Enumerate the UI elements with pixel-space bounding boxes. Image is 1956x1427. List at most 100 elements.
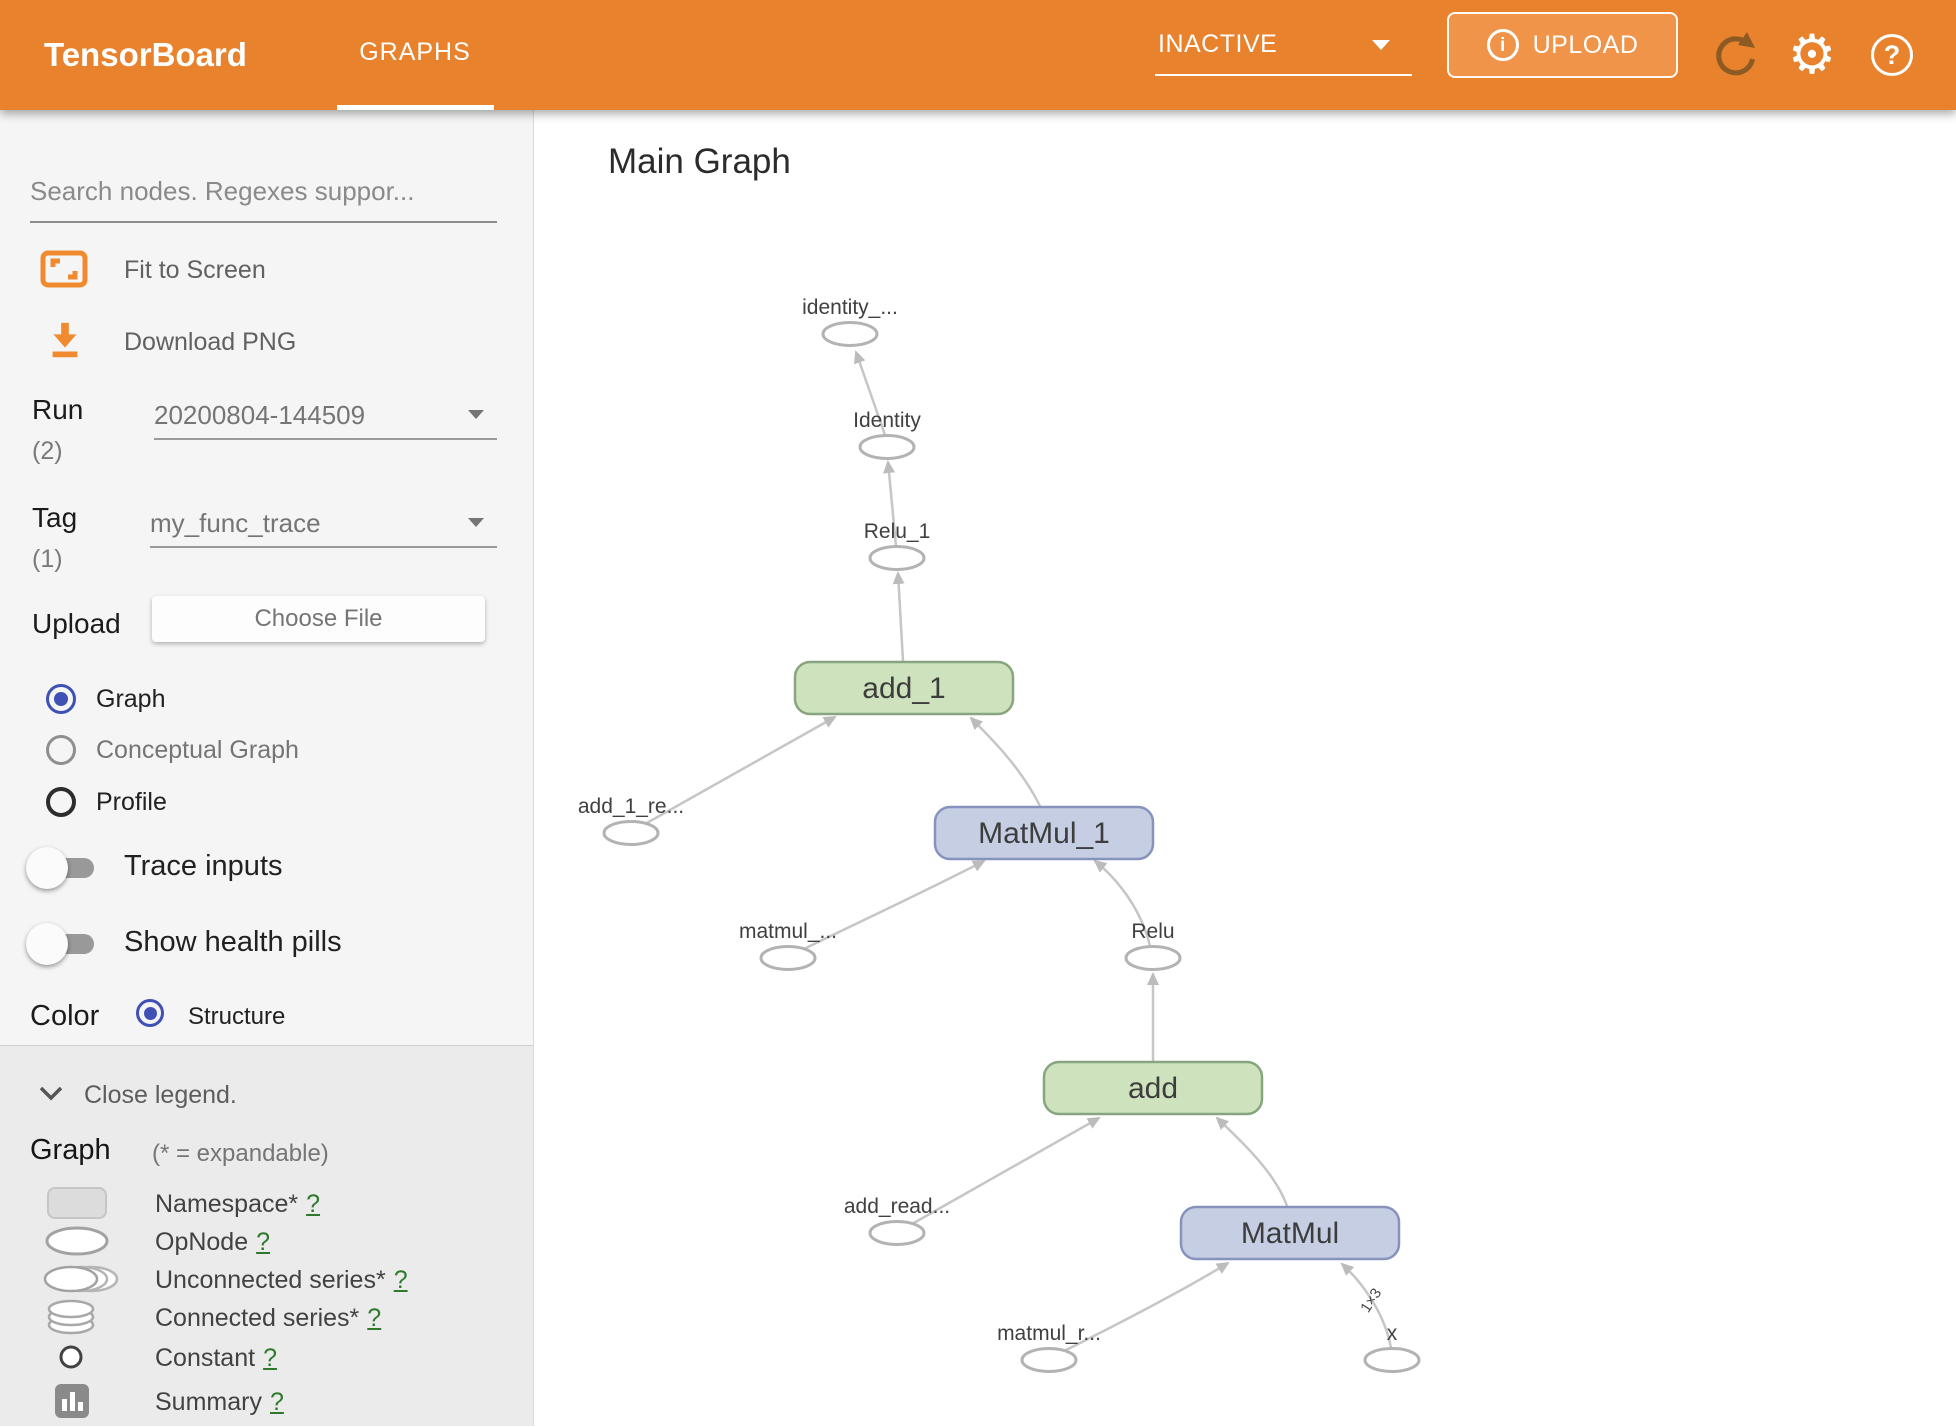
download-icon[interactable]: [44, 320, 86, 367]
fit-to-screen-button[interactable]: Fit to Screen: [124, 256, 266, 284]
legend-item-label: Unconnected series*?: [155, 1266, 408, 1294]
legend-help-link[interactable]: ?: [256, 1228, 271, 1256]
legend-item-label: Connected series*?: [155, 1304, 382, 1332]
node-label: add_1: [862, 672, 945, 705]
show-health-pills-toggle-thumb[interactable]: [26, 923, 68, 965]
search-input-underline: [30, 221, 497, 223]
help-icon-glyph: ?: [1871, 34, 1913, 76]
edge-x-to-MatMul: 1×3: [1340, 1262, 1393, 1349]
graph-node-add[interactable]: add: [1042, 1060, 1264, 1116]
node-label: Relu_1: [864, 520, 931, 543]
legend-help-link[interactable]: ?: [306, 1190, 321, 1218]
legend-help-link[interactable]: ?: [367, 1304, 382, 1332]
node-label: matmul_r...: [997, 1322, 1101, 1345]
edge-shape-label: 1×3: [1357, 1285, 1385, 1316]
run-caret-down-icon[interactable]: [468, 410, 484, 419]
graph-node-matmul_read[interactable]: matmul_...: [739, 920, 837, 971]
close-legend-button[interactable]: Close legend.: [0, 1076, 533, 1116]
tab-graphs[interactable]: GRAPHS: [320, 0, 510, 110]
graph-node-Identity[interactable]: Identity: [853, 409, 921, 460]
refresh-icon[interactable]: [1703, 0, 1763, 110]
node-label: add_1_re...: [578, 795, 684, 818]
chevron-down-icon: [38, 1084, 64, 1107]
graph-node-add_read[interactable]: add_read...: [844, 1195, 950, 1246]
view-option-conceptual-graph[interactable]: Conceptual Graph: [0, 735, 534, 775]
run-select-underline: [154, 438, 497, 440]
trace-inputs-toggle-row[interactable]: Trace inputs: [0, 847, 534, 895]
legend-item-label: Namespace*?: [155, 1190, 321, 1218]
connected-series-icon: [28, 1298, 124, 1338]
run-select[interactable]: 20200804-144509: [154, 400, 366, 430]
edge-add_1-to-Relu_1: [892, 571, 905, 662]
edge-matmul_read_1-to-MatMul: [1063, 1261, 1230, 1353]
app-header: TensorBoard GRAPHS INACTIVE i UPLOAD ⚙ ?: [0, 0, 1956, 110]
sidebar: Search nodes. Regexes suppor... Fit to S…: [0, 110, 534, 1426]
graph-node-MatMul[interactable]: MatMul: [1179, 1205, 1401, 1261]
upload-button[interactable]: i UPLOAD: [1447, 12, 1678, 78]
radio-graph[interactable]: [46, 684, 76, 714]
graph-node-identity_out[interactable]: identity_...: [802, 296, 898, 347]
close-legend-label: Close legend.: [84, 1081, 237, 1109]
node-label: Relu: [1131, 920, 1174, 943]
run-label: Run: [32, 394, 84, 425]
help-icon[interactable]: ?: [1862, 0, 1922, 110]
info-icon: i: [1486, 29, 1519, 61]
tab-active-underline: [337, 105, 494, 110]
graph-node-add_1[interactable]: add_1: [793, 660, 1015, 716]
graph-legend: Close legend. Graph (* = expandable) Nam…: [0, 1045, 533, 1426]
legend-item: Connected series*?: [0, 1298, 533, 1338]
legend-item-label: Constant?: [155, 1344, 277, 1372]
status-dropdown[interactable]: INACTIVE: [1155, 24, 1412, 76]
upload-button-label: UPLOAD: [1532, 30, 1639, 59]
edge-Relu_1-to-Identity: [883, 460, 898, 547]
constant-icon: [28, 1338, 124, 1378]
trace-inputs-toggle-thumb[interactable]: [26, 847, 68, 889]
view-option-graph[interactable]: Graph: [0, 684, 534, 724]
upload-label: Upload: [32, 608, 121, 639]
opnode-icon: [28, 1222, 124, 1262]
edge-matmul_read-to-MatMul_1: [803, 859, 986, 951]
radio-conceptual-graph-label: Conceptual Graph: [96, 736, 299, 764]
graph-node-add_1_read[interactable]: add_1_re...: [578, 795, 684, 846]
node-label: Identity: [853, 409, 921, 432]
show-health-pills-toggle-row[interactable]: Show health pills: [0, 923, 534, 971]
tag-caret-down-icon[interactable]: [468, 518, 484, 527]
namespace-icon: [28, 1184, 124, 1224]
graph-node-MatMul_1[interactable]: MatMul_1: [933, 805, 1155, 861]
legend-help-link[interactable]: ?: [263, 1344, 277, 1372]
radio-structure[interactable]: [136, 999, 164, 1027]
graph-node-x[interactable]: x: [1363, 1322, 1421, 1373]
radio-profile[interactable]: [46, 787, 76, 817]
edge-Identity-to-identity_out: [853, 350, 887, 436]
radio-conceptual-graph[interactable]: [46, 735, 76, 765]
node-label: x: [1387, 1322, 1398, 1345]
graph-node-Relu[interactable]: Relu: [1124, 920, 1182, 971]
node-label: matmul_...: [739, 920, 837, 943]
legend-help-link[interactable]: ?: [269, 1388, 284, 1416]
unconnected-series-icon: [28, 1260, 124, 1300]
legend-help-link[interactable]: ?: [393, 1266, 408, 1294]
download-png-button[interactable]: Download PNG: [124, 328, 297, 356]
color-by-label: Color: [30, 1000, 100, 1032]
settings-gear-icon[interactable]: ⚙: [1787, 23, 1837, 86]
node-label: identity_...: [802, 296, 898, 319]
fit-to-screen-icon[interactable]: [40, 250, 88, 293]
legend-heading-note: (* = expandable): [152, 1140, 329, 1167]
status-dropdown-underline: [1155, 74, 1412, 76]
legend-item-label: OpNode?: [155, 1228, 271, 1256]
tag-label: Tag: [32, 502, 78, 533]
edge-Relu-to-MatMul_1: [1093, 859, 1152, 947]
graph-node-matmul_read_1[interactable]: matmul_r...: [997, 1322, 1101, 1373]
legend-item-label: Summary?: [155, 1388, 284, 1416]
tag-select[interactable]: my_func_trace: [150, 508, 321, 538]
summary-icon: [28, 1382, 124, 1422]
search-input[interactable]: Search nodes. Regexes suppor...: [30, 176, 415, 206]
view-option-profile[interactable]: Profile: [0, 787, 534, 827]
app-title: TensorBoard: [44, 36, 247, 73]
graph-node-Relu_1[interactable]: Relu_1: [864, 520, 931, 571]
node-label: MatMul: [1241, 1217, 1339, 1250]
show-health-pills-label: Show health pills: [124, 926, 342, 958]
choose-file-button[interactable]: Choose File: [152, 596, 485, 642]
